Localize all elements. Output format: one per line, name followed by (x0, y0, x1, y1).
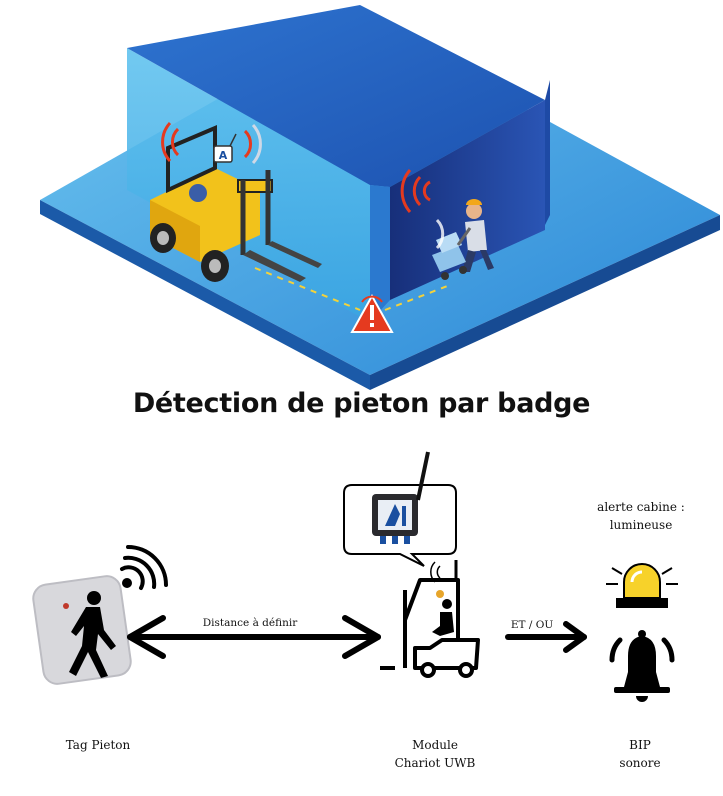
driver-icon (432, 599, 454, 636)
page-title: Détection de pieton par badge (132, 388, 591, 419)
badge-logo-letter: A (219, 149, 228, 162)
forklift-icon (150, 124, 322, 282)
distance-double-arrow (127, 615, 381, 659)
module-speech-bubble (343, 451, 457, 567)
bip-label-line2: sonore (619, 756, 661, 770)
module-label: Module Chariot UWB (380, 736, 490, 772)
bell-ring-icon (609, 637, 675, 663)
walking-person-icon (69, 591, 116, 678)
alert-label-line2: lumineuse (609, 518, 673, 532)
forklift-module-icon (380, 560, 480, 678)
module-label-line2: Chariot UWB (394, 756, 476, 770)
pedestrian-signal-icon (400, 169, 445, 250)
tag-label: Tag Pieton (65, 738, 131, 752)
module-label-line1: Module (412, 738, 458, 752)
bip-label: BIP sonore (595, 736, 685, 772)
distance-label: Distance à définir (203, 617, 298, 629)
and-or-label: ET / OU (511, 619, 553, 631)
pedestrian-tag-badge (32, 575, 132, 685)
bell-icon (614, 630, 670, 702)
forklift-signal-icon (161, 121, 262, 165)
flow-diagram: Distance à définir ET / OU (32, 451, 678, 702)
block-top (127, 5, 545, 187)
pedestrian-worker-icon (432, 199, 494, 280)
alert-label: alerte cabine : lumineuse (586, 498, 696, 534)
alert-label-line1: alerte cabine : (597, 500, 685, 514)
module-beacon-icon (436, 590, 444, 598)
wireless-signal-icon (120, 545, 168, 590)
output-arrow (505, 621, 587, 653)
alert-light-icon (606, 563, 678, 608)
bip-label-line1: BIP (629, 738, 651, 752)
module-signal-icon (430, 561, 441, 583)
warning-sign-icon (350, 293, 394, 333)
block-right-face (545, 80, 550, 225)
isometric-warehouse-scene: A (40, 5, 720, 390)
block-inner-face (390, 100, 545, 300)
forklift-badge-module: A (213, 133, 237, 163)
